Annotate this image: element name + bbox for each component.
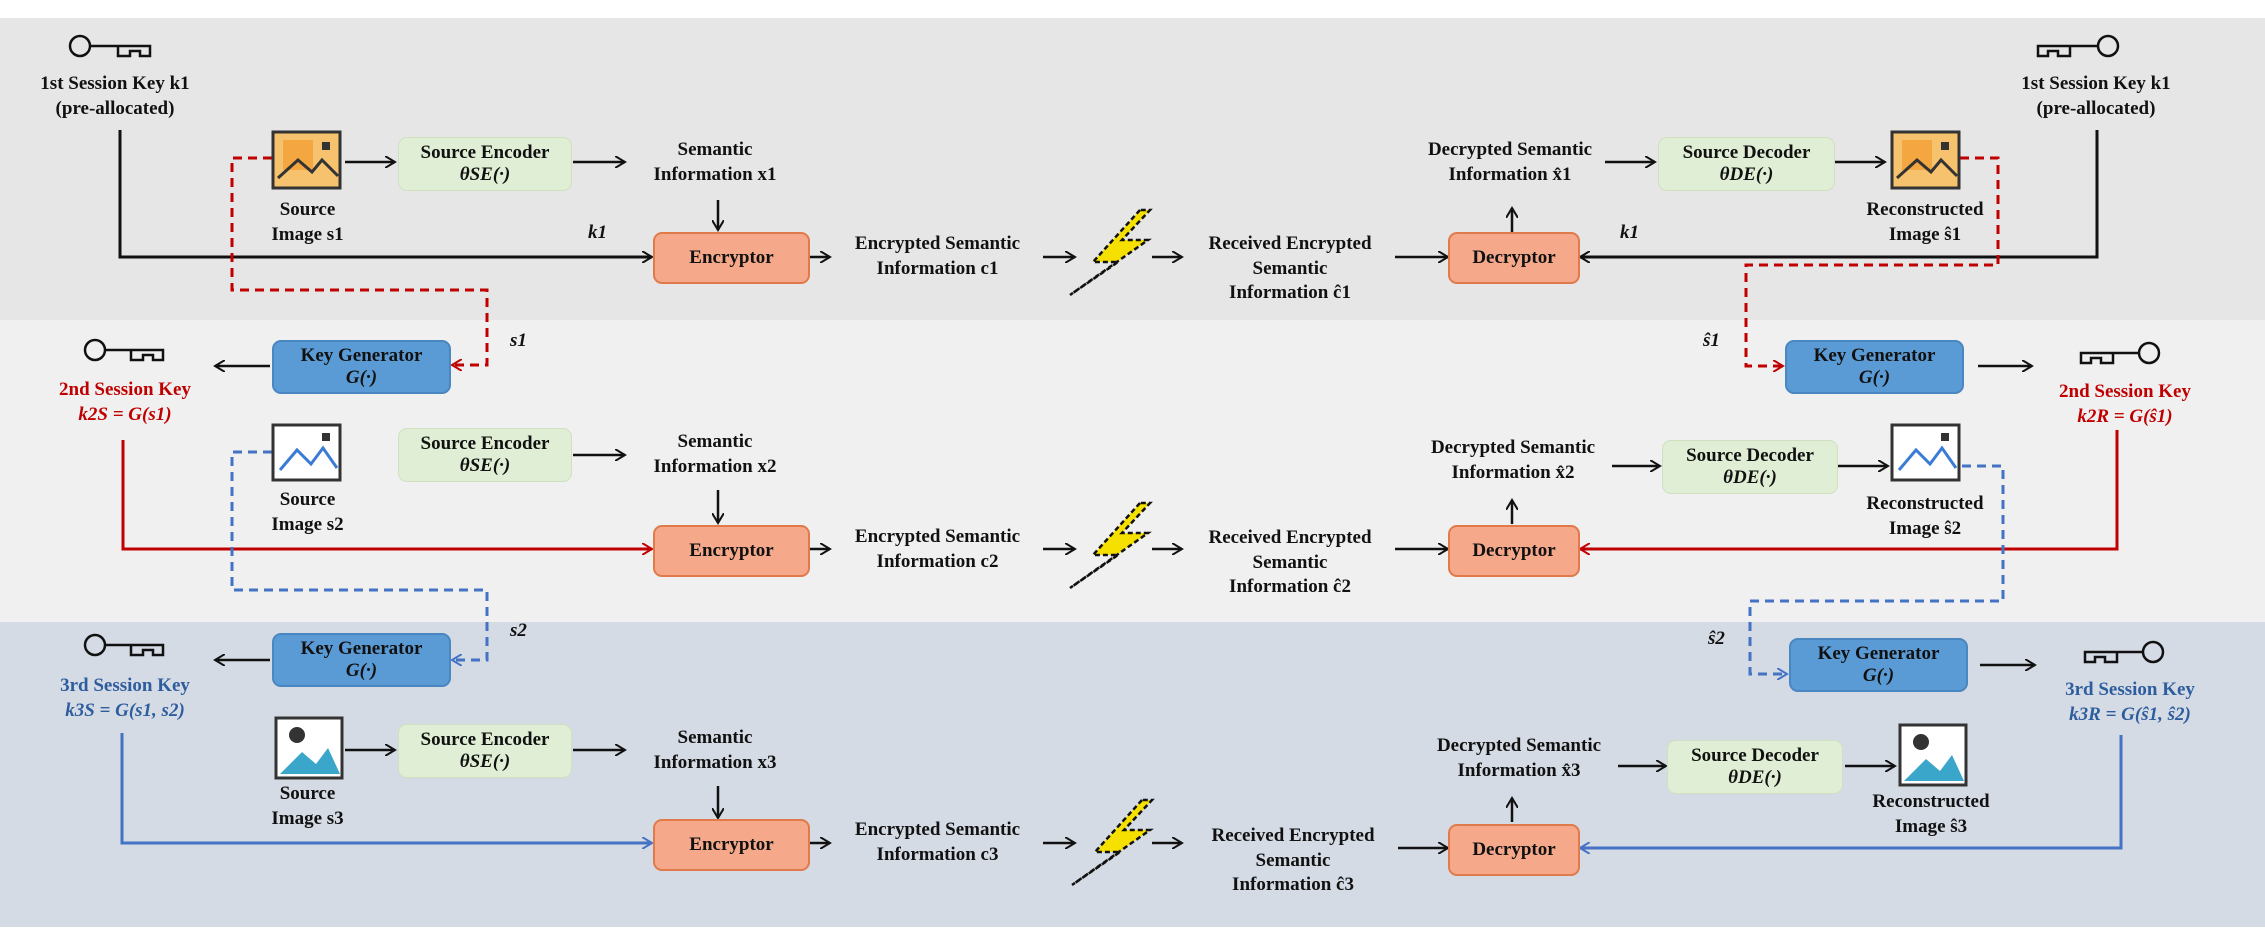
image-icon [1890,423,1961,482]
key-icon [83,633,165,657]
band-round-1 [0,18,2265,320]
encryptor-box: Encryptor [653,232,810,284]
key-icon [83,338,165,362]
encryptor-box: Encryptor [653,525,810,577]
s2-receiver-dashed [1748,464,2005,674]
image-icon [271,130,342,190]
s2-sender-dashed [230,450,489,660]
s-symbol-label: s1 [510,330,527,351]
image-icon [271,423,342,482]
lightning-icon [1071,798,1155,887]
image-icon [1890,130,1961,190]
key3-receiver-line [1580,735,2123,848]
decryptor-box: Decryptor [1448,232,1580,284]
key1-sender-line [118,130,652,257]
key-symbol-label: k1 [588,222,607,243]
key2-sender-line [121,440,652,549]
s1-sender-dashed [230,156,489,365]
key-icon [2036,34,2120,58]
s-hat-symbol-label: ŝ2 [1708,628,1725,649]
key2-receiver-line [1580,430,2119,549]
s-symbol-label: s2 [510,620,527,641]
key-symbol-label: k1 [1620,222,1639,243]
key1-receiver-label: 1st Session Key k1(pre-allocated) [2021,73,2171,119]
lightning-icon [1069,501,1153,590]
image-icon [274,716,344,780]
key1-receiver-line [1580,130,2099,257]
key-icon [2083,640,2165,664]
key-icon [68,34,152,58]
decryptor-box: Decryptor [1448,525,1580,577]
key-icon [2079,341,2161,365]
lightning-icon [1069,208,1153,297]
key3-sender-line [120,733,652,843]
image-icon [1898,723,1968,787]
s-hat-symbol-label: ŝ1 [1703,330,1720,351]
key1-sender-label: 1st Session Key k1(pre-allocated) [40,73,190,119]
encryptor-box: Encryptor [653,819,810,871]
decryptor-box: Decryptor [1448,824,1580,876]
s1-receiver-dashed [1744,156,2000,366]
